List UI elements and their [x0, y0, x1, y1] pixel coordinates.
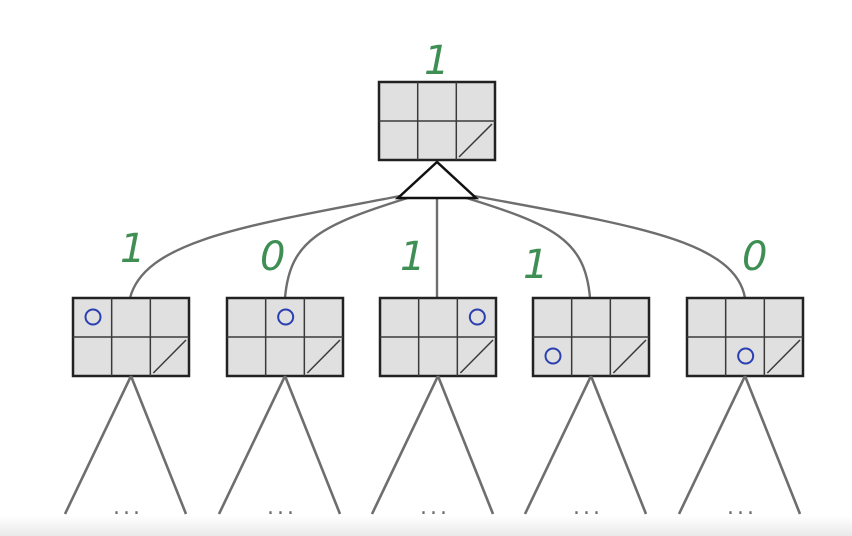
- circle-mark-icon: [544, 347, 562, 365]
- child-4-ellipsis: ...: [573, 495, 603, 520]
- circle-mark-icon: [468, 308, 486, 326]
- tree-edges: [128, 194, 747, 299]
- circle-mark-icon: [737, 347, 755, 365]
- edge-to-child-2: [283, 194, 415, 299]
- child-board-5: [685, 296, 805, 378]
- subtree-branches: ...............: [63, 375, 802, 520]
- circle-mark-icon: [84, 308, 102, 326]
- child-5-value-label: 0: [742, 234, 767, 280]
- child-2-value-label: 0: [260, 234, 285, 280]
- child-board-1: [71, 296, 191, 378]
- child-5-right-branch: [743, 375, 802, 515]
- child-board-4: [531, 296, 651, 378]
- edge-to-child-1: [128, 194, 401, 299]
- child-2-right-branch: [283, 375, 342, 515]
- child-5-ellipsis: ...: [727, 495, 757, 520]
- bottom-fade: [0, 516, 852, 536]
- child-2-left-branch: [217, 375, 287, 515]
- child-4-left-branch: [523, 375, 593, 515]
- diagonal-slash-icon: [459, 339, 494, 374]
- child-1-ellipsis: ...: [113, 495, 143, 520]
- root-board: [377, 80, 497, 162]
- diagonal-slash-icon: [766, 339, 801, 374]
- child-boards: [71, 296, 805, 378]
- child-2-ellipsis: ...: [267, 495, 297, 520]
- child-board-3: [378, 296, 498, 378]
- edge-to-child-4: [459, 194, 592, 299]
- child-1-left-branch: [63, 375, 133, 515]
- edge-to-child-5: [473, 194, 747, 299]
- child-board-2: [225, 296, 345, 378]
- diagonal-slash-icon: [612, 339, 647, 374]
- diagonal-slash-icon: [152, 339, 187, 374]
- child-value-labels: 1 0 1 1 0: [120, 226, 767, 288]
- child-3-right-branch: [436, 375, 495, 515]
- child-1-right-branch: [129, 375, 188, 515]
- child-4-right-branch: [589, 375, 648, 515]
- child-5-left-branch: [677, 375, 747, 515]
- max-node-triangle-up-icon: [394, 160, 480, 200]
- root-value-label: 1: [424, 38, 449, 84]
- child-1-value-label: 1: [120, 226, 145, 272]
- child-4-value-label: 1: [523, 242, 548, 288]
- child-3-value-label: 1: [400, 234, 425, 280]
- child-3-left-branch: [370, 375, 440, 515]
- diagonal-slash-icon: [306, 339, 341, 374]
- circle-mark-icon: [277, 308, 295, 326]
- diagonal-slash-icon: [458, 123, 493, 158]
- child-3-ellipsis: ...: [420, 495, 450, 520]
